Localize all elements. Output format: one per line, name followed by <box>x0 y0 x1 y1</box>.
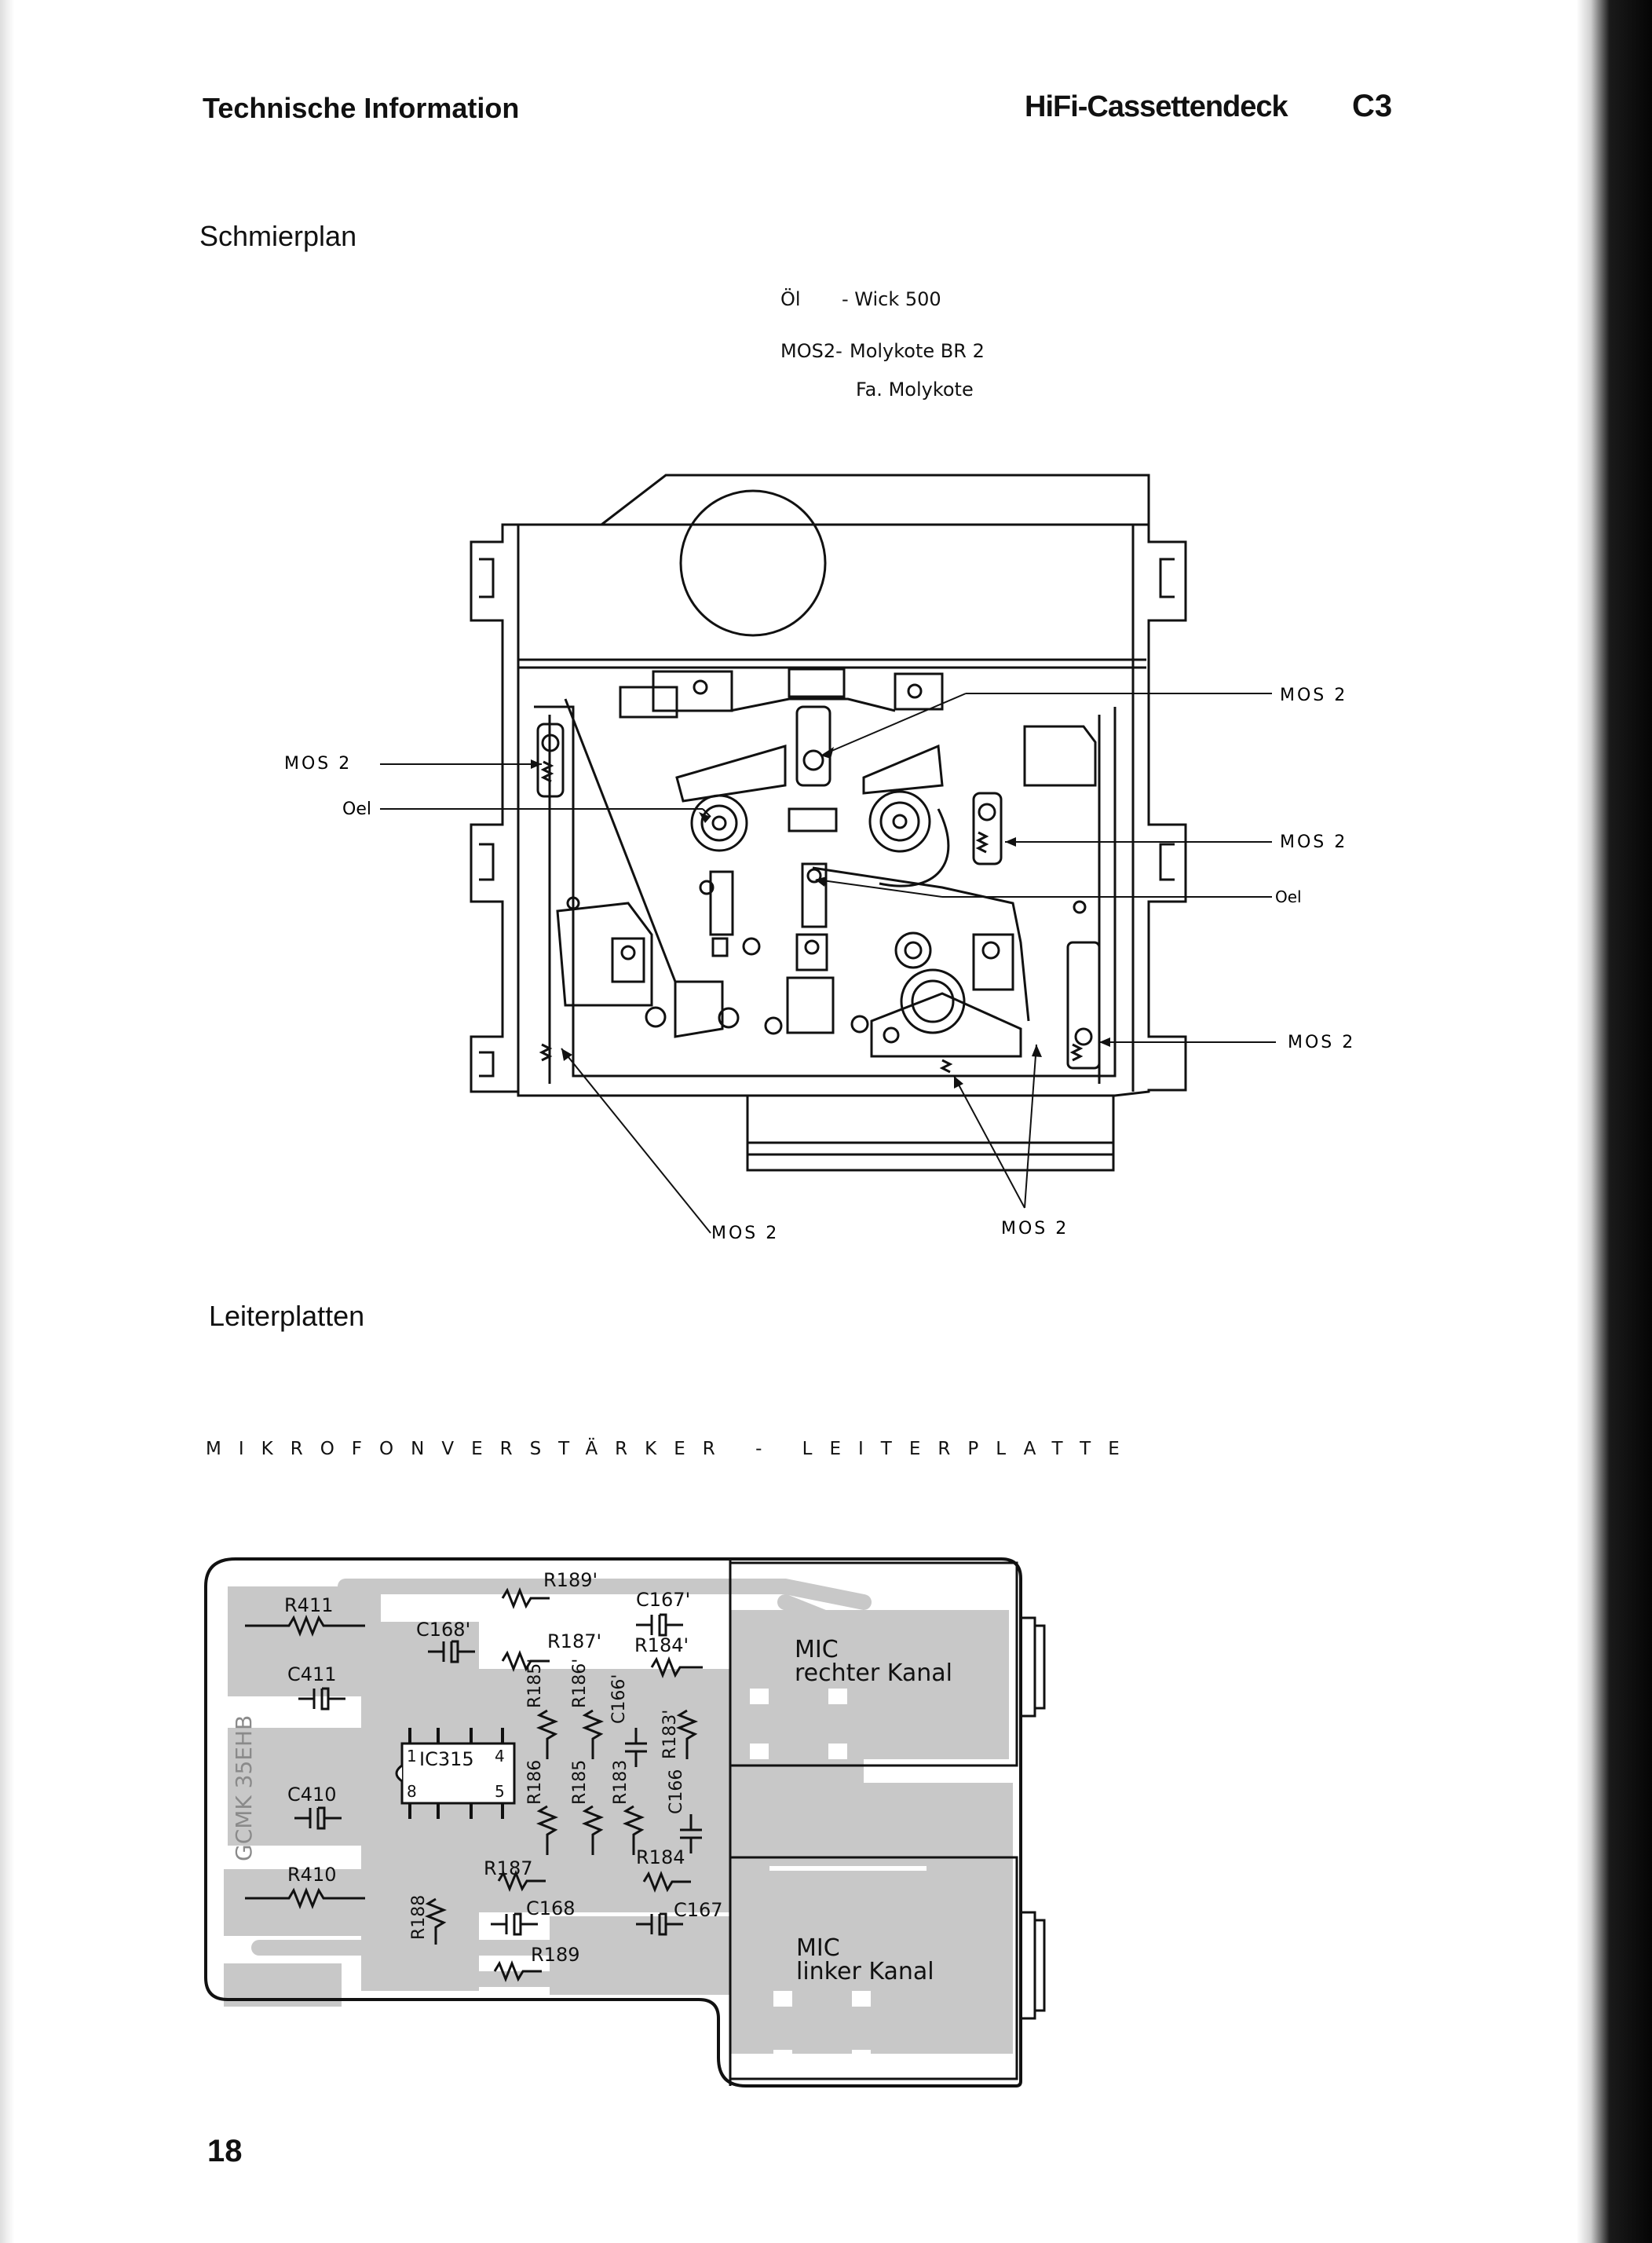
mic-left-line2: linker Kanal <box>796 1958 934 1985</box>
section-title-lubrication: Schmierplan <box>199 220 357 252</box>
label-r183p: R183' <box>660 1710 680 1759</box>
label-pin8: 8 <box>407 1782 417 1801</box>
label-mos-right-mid: MOS 2 <box>1280 832 1347 852</box>
label-mos-right-low: MOS 2 <box>1288 1033 1355 1052</box>
label-c410: C410 <box>287 1784 337 1806</box>
label-c167: C167 <box>674 1899 723 1921</box>
pcb-subtitle: MIKROFONVERSTÄRKER - LEITERPLATTE <box>206 1439 1137 1459</box>
header-left: Technische Information <box>203 92 520 124</box>
label-mos-bottom-left: MOS 2 <box>711 1224 779 1243</box>
page-number: 18 <box>207 2134 243 2168</box>
label-mos-bottom-mid: MOS 2 <box>1001 1219 1069 1239</box>
label-oel-left: Oel <box>342 800 371 819</box>
label-ic315: IC315 <box>419 1748 474 1770</box>
label-oel-right: Oel <box>1275 887 1302 906</box>
legend-oil-value: - Wick 500 <box>842 288 941 310</box>
header-code: C3 <box>1352 89 1393 123</box>
label-mos-left: MOS 2 <box>284 754 352 774</box>
board-code: GCMK 35EHB <box>231 1715 257 1861</box>
label-pin1: 1 <box>407 1747 417 1765</box>
label-r410: R410 <box>287 1864 336 1886</box>
header-title: HiFi-Cassettendeck <box>1025 90 1288 123</box>
label-r186p: R186' <box>570 1659 590 1708</box>
label-r184p: R184' <box>634 1634 689 1656</box>
label-pin4: 4 <box>495 1747 505 1765</box>
legend-mos-key: MOS2- <box>780 340 842 362</box>
label-pin5: 5 <box>495 1782 505 1801</box>
mic-right-line1: MIC <box>795 1636 839 1663</box>
label-r411: R411 <box>284 1594 333 1616</box>
label-c411: C411 <box>287 1663 337 1685</box>
page-left-shadow <box>0 0 14 2243</box>
label-r187: R187 <box>484 1857 532 1879</box>
label-r186: R186 <box>525 1760 545 1805</box>
label-r188: R188 <box>409 1895 429 1940</box>
legend-mos-value: Molykote BR 2 <box>850 340 985 362</box>
label-r185p: R185' <box>525 1659 545 1708</box>
label-r187p: R187' <box>547 1630 601 1652</box>
label-r183: R183 <box>611 1760 630 1805</box>
label-mos-top-right: MOS 2 <box>1280 686 1347 705</box>
book-spine-shadow <box>1558 0 1652 2243</box>
label-c166: C166 <box>667 1769 686 1814</box>
mic-right-line2: rechter Kanal <box>795 1659 952 1687</box>
label-c167p: C167' <box>636 1589 690 1611</box>
label-c168: C168 <box>526 1897 576 1919</box>
mic-left-line1: MIC <box>796 1934 840 1962</box>
legend-oil-key: Öl <box>780 288 801 310</box>
label-c168p: C168' <box>416 1619 470 1641</box>
label-r185: R185 <box>570 1760 590 1805</box>
section-title-pcb: Leiterplatten <box>209 1300 365 1332</box>
legend-manufacturer: Fa. Molykote <box>856 379 974 401</box>
label-r184: R184 <box>636 1846 685 1868</box>
label-r189: R189 <box>531 1944 579 1966</box>
label-c166p: C166' <box>609 1674 629 1724</box>
label-r189p: R189' <box>543 1569 598 1591</box>
